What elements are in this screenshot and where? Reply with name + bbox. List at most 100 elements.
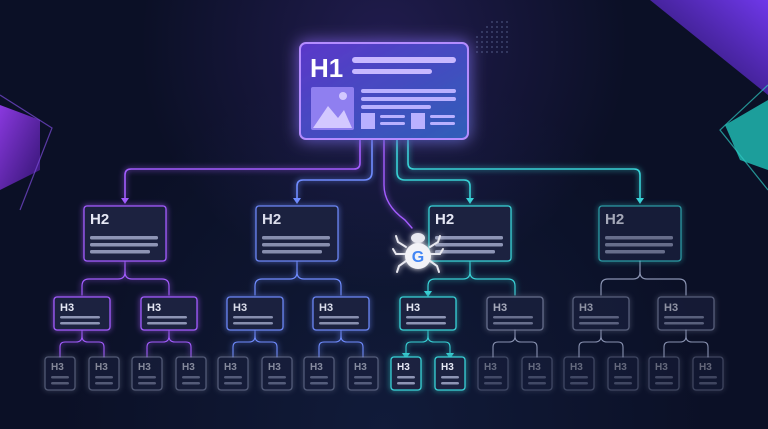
h3-sub-card-frame bbox=[521, 356, 553, 391]
h3-card-label: H3 bbox=[406, 302, 420, 314]
h1-text-line bbox=[430, 115, 455, 118]
h2-card-text-line bbox=[262, 250, 322, 254]
dot-grid-decoration bbox=[476, 21, 508, 53]
h3-sub-card-label: H3 bbox=[182, 362, 195, 373]
grid-dot bbox=[486, 46, 488, 48]
h3-sub-card-text-line bbox=[51, 382, 69, 385]
h1-title-bar bbox=[352, 57, 456, 63]
grid-dot bbox=[491, 31, 493, 33]
h3-sub-card: H3 bbox=[88, 356, 120, 391]
h3-sub-card-text-line bbox=[614, 382, 632, 385]
corner-decoration-left bbox=[0, 94, 53, 211]
h3-card-text-line bbox=[233, 316, 273, 319]
h3-sub-card-text-line bbox=[268, 382, 286, 385]
arrow-head bbox=[424, 291, 432, 297]
google-letter: G bbox=[412, 249, 424, 266]
h3-card-label: H3 bbox=[147, 302, 161, 314]
grid-dot bbox=[506, 46, 508, 48]
h3-card: H3 bbox=[399, 296, 457, 331]
connector-line bbox=[600, 260, 641, 296]
grid-dot bbox=[491, 46, 493, 48]
grid-dot bbox=[481, 31, 483, 33]
h3-sub-card: H3 bbox=[347, 356, 379, 391]
grid-dot bbox=[506, 36, 508, 38]
h2-card-text-line bbox=[605, 236, 673, 240]
connector-line bbox=[407, 139, 641, 199]
h2-card-frame bbox=[428, 205, 512, 262]
h3-sub-card-text-line bbox=[397, 376, 415, 379]
connector-line bbox=[396, 139, 471, 199]
connector-line bbox=[296, 271, 342, 296]
arrow-head bbox=[121, 198, 129, 204]
h3-sub-card-label: H3 bbox=[224, 362, 237, 373]
h2-card-text-line bbox=[90, 243, 158, 247]
h2-card: H2 bbox=[598, 205, 682, 262]
h2-card-label: H2 bbox=[262, 211, 281, 228]
connector-line bbox=[383, 139, 413, 229]
h3-card-label: H3 bbox=[319, 302, 333, 314]
h3-sub-card: H3 bbox=[303, 356, 335, 391]
h3-sub-card-text-line bbox=[95, 376, 113, 379]
grid-dot bbox=[496, 51, 498, 53]
h3-sub-card-label: H3 bbox=[397, 362, 410, 373]
h3-card: H3 bbox=[53, 296, 111, 331]
grid-dot bbox=[491, 21, 493, 23]
grid-dot bbox=[496, 46, 498, 48]
grid-dot bbox=[476, 36, 478, 38]
h3-sub-card-frame bbox=[131, 356, 163, 391]
h3-card-frame bbox=[140, 296, 198, 331]
grid-dot bbox=[476, 46, 478, 48]
h3-card-frame bbox=[572, 296, 630, 331]
h3-card-frame bbox=[399, 296, 457, 331]
h3-sub-card-label: H3 bbox=[655, 362, 668, 373]
h3-sub-card-frame bbox=[563, 356, 595, 391]
grid-dot bbox=[481, 46, 483, 48]
h3-card-frame bbox=[312, 296, 370, 331]
connector-line bbox=[405, 329, 429, 358]
h3-sub-card-text-line bbox=[310, 382, 328, 385]
h3-card: H3 bbox=[226, 296, 284, 331]
h3-sub-card-frame bbox=[347, 356, 379, 391]
grid-dot bbox=[501, 31, 503, 33]
h3-sub-card-text-line bbox=[224, 376, 242, 379]
arrow-head bbox=[466, 198, 474, 204]
h3-sub-card-text-line bbox=[182, 376, 200, 379]
grid-dot bbox=[496, 36, 498, 38]
h3-sub-card-text-line bbox=[310, 376, 328, 379]
grid-dot bbox=[506, 51, 508, 53]
h3-sub-card-frame bbox=[434, 356, 466, 391]
h3-card-text-line bbox=[147, 322, 187, 325]
h1-text-line bbox=[361, 105, 431, 109]
connector-line bbox=[318, 329, 342, 358]
h2-card-label: H2 bbox=[435, 211, 454, 228]
connector-line bbox=[81, 260, 126, 296]
h3-sub-card-label: H3 bbox=[268, 362, 281, 373]
grid-dot bbox=[506, 26, 508, 28]
h3-sub-card-text-line bbox=[224, 382, 242, 385]
connector-line bbox=[254, 335, 278, 358]
connector-line bbox=[168, 335, 192, 358]
h3-card-text-line bbox=[664, 316, 704, 319]
h3-sub-card-text-line bbox=[528, 376, 546, 379]
h2-card-label: H2 bbox=[90, 211, 109, 228]
h3-sub-card: H3 bbox=[648, 356, 680, 391]
grid-dot bbox=[486, 51, 488, 53]
grid-dot bbox=[481, 41, 483, 43]
grid-dot bbox=[491, 36, 493, 38]
h3-sub-card-text-line bbox=[699, 382, 717, 385]
h3-card-text-line bbox=[319, 322, 359, 325]
h3-sub-card-text-line bbox=[182, 382, 200, 385]
h3-sub-card: H3 bbox=[217, 356, 249, 391]
h3-sub-card-label: H3 bbox=[441, 362, 454, 373]
h3-sub-card-text-line bbox=[699, 376, 717, 379]
connector-line bbox=[427, 260, 471, 296]
h3-sub-card-frame bbox=[303, 356, 335, 391]
h3-sub-card-frame bbox=[648, 356, 680, 391]
h1-text-line bbox=[430, 122, 455, 125]
h3-card-label: H3 bbox=[233, 302, 247, 314]
connector-line bbox=[232, 329, 256, 358]
connector-line bbox=[685, 335, 709, 358]
h3-sub-card-text-line bbox=[655, 382, 673, 385]
grid-dot bbox=[496, 41, 498, 43]
h3-sub-card-frame bbox=[692, 356, 724, 391]
